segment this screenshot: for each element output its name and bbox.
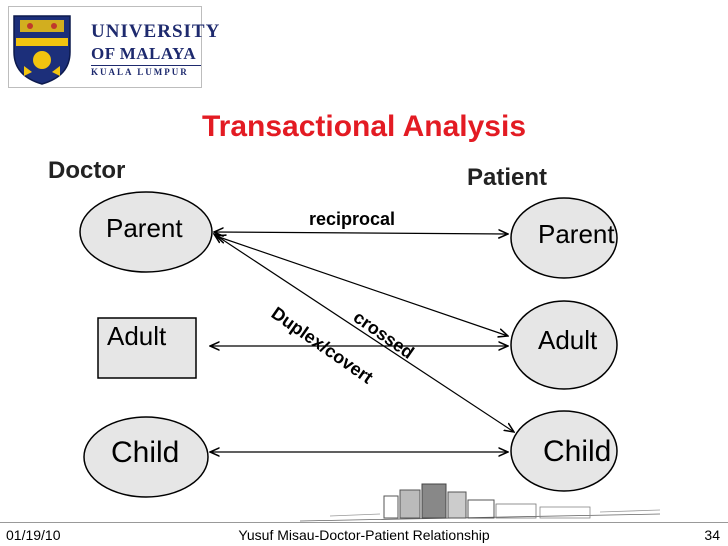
reciprocal-arrow	[214, 232, 508, 234]
patient-child-label: Child	[543, 435, 611, 468]
campus-skyline-illustration	[300, 484, 660, 521]
footer-divider	[0, 522, 728, 523]
patient-parent-label: Parent	[538, 219, 615, 249]
page-number: 34	[704, 527, 720, 543]
patient-adult-label: Adult	[538, 325, 598, 355]
reciprocal-label: reciprocal	[309, 209, 395, 229]
doctor-adult-label: Adult	[107, 321, 167, 351]
doctor-child-label: Child	[111, 436, 179, 469]
footer-title: Yusuf Misau-Doctor-Patient Relationship	[0, 527, 728, 543]
doctor-parent-label: Parent	[106, 213, 183, 243]
crossed-label: crossed	[350, 307, 418, 363]
